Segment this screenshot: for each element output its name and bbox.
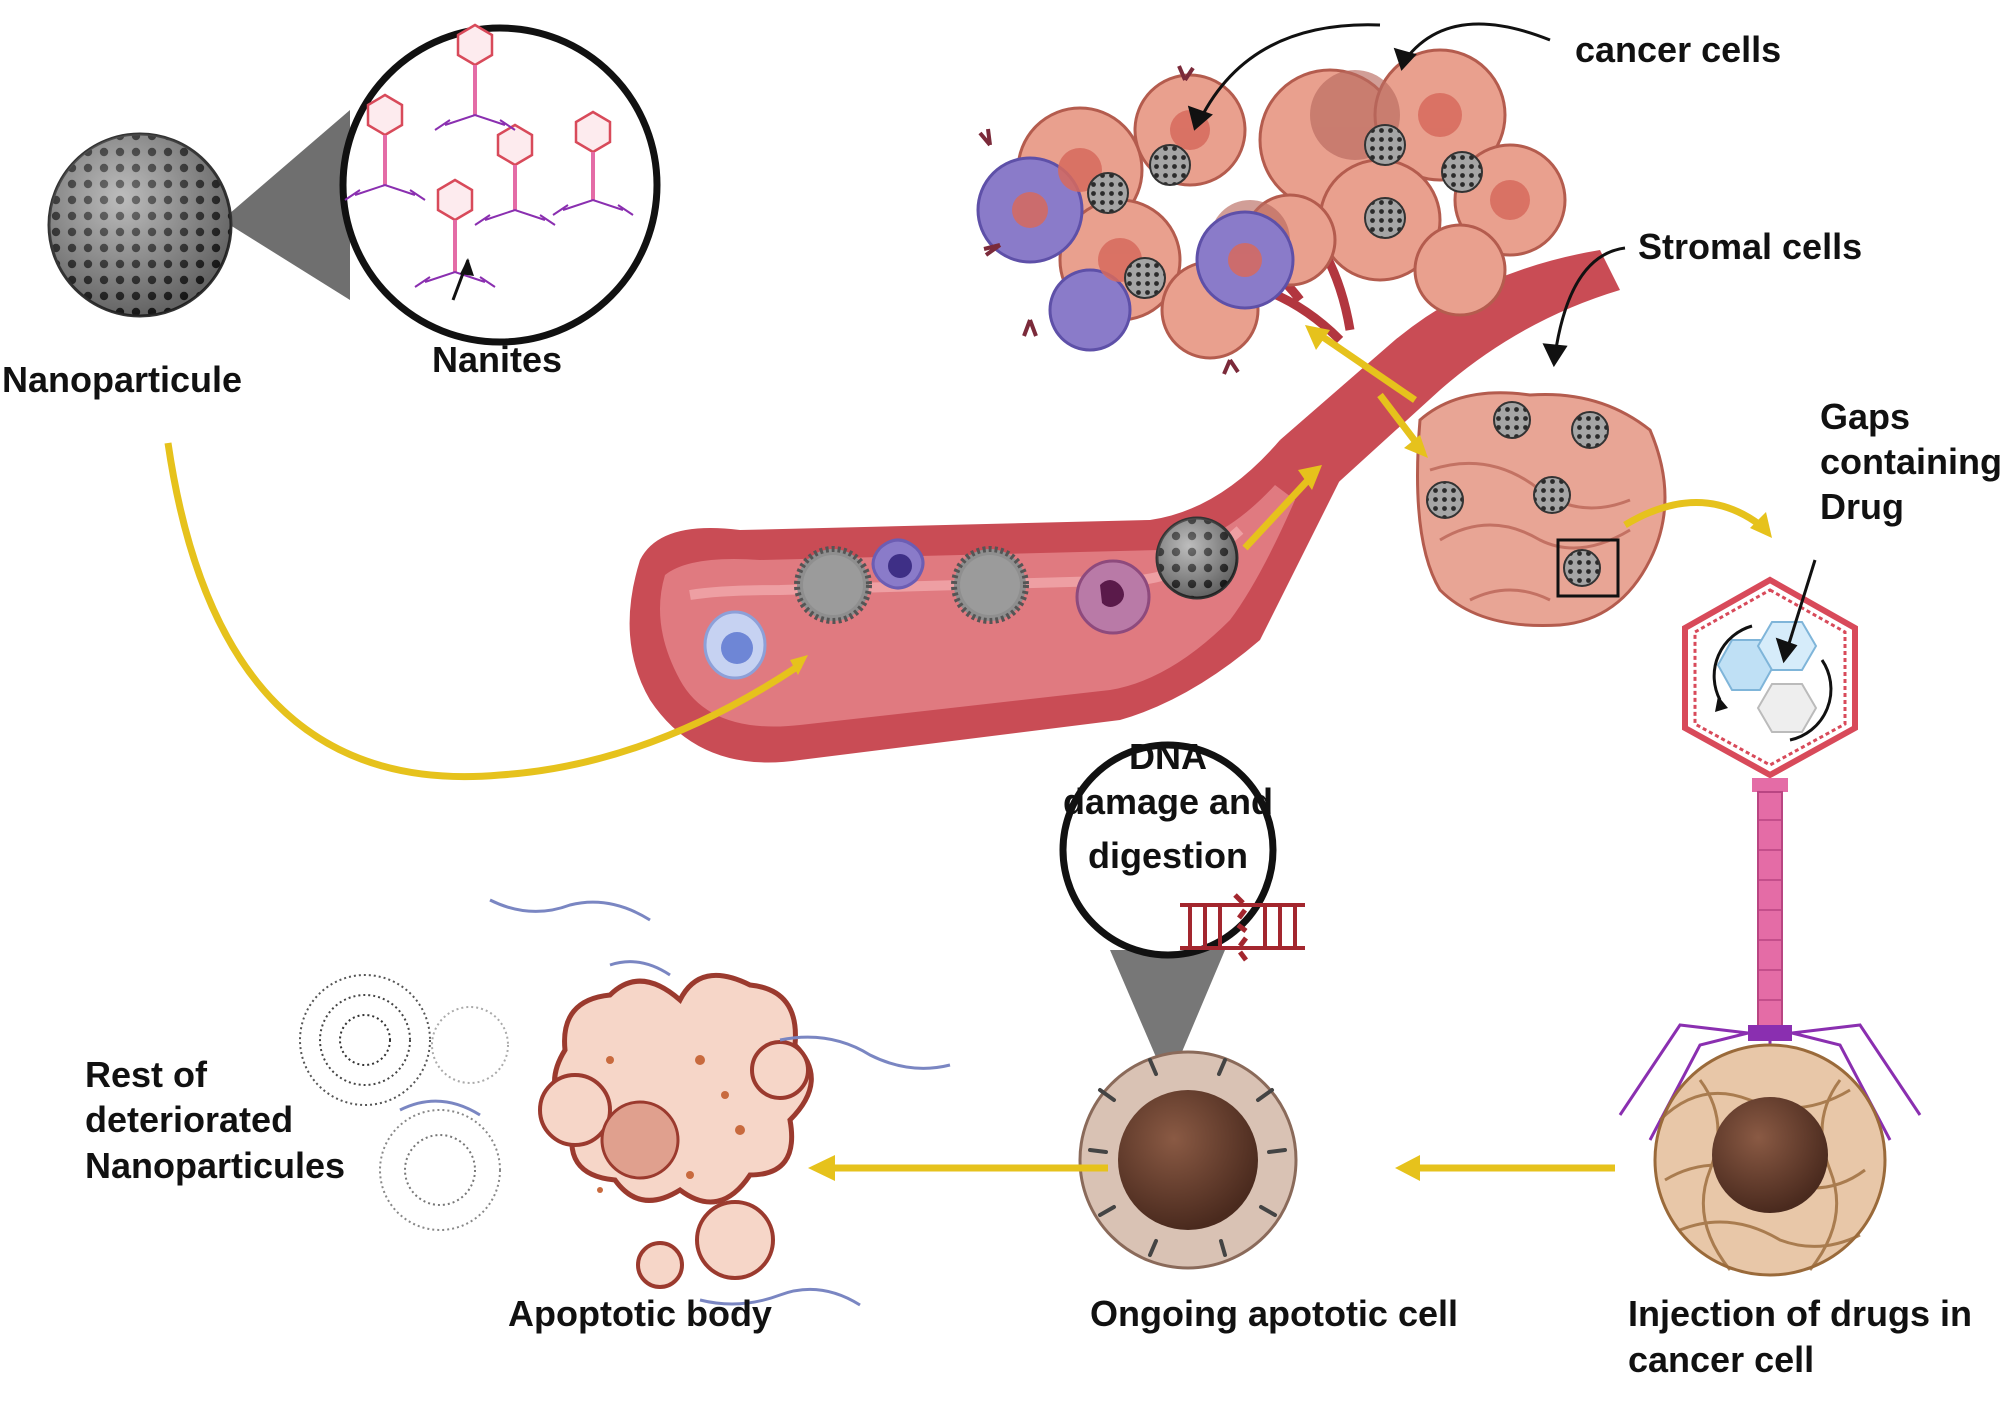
label-gaps-line2: containing	[1820, 441, 2002, 482]
label-gaps-line3: Drug	[1820, 486, 1904, 527]
zoom-box	[1556, 538, 1620, 598]
nanites-magnifier	[339, 24, 661, 346]
label-stromal-cells: Stromal cells	[1638, 226, 1863, 267]
nanoparticle-zoom	[47, 23, 661, 346]
label-cancer-cells: cancer cells	[1575, 29, 1782, 70]
label-apoptotic-body: Apoptotic body	[508, 1293, 772, 1334]
dna-magnifier	[1059, 741, 1277, 959]
label-injection-line1: Injection of drugs in	[1628, 1293, 1972, 1334]
label-dna-line3: digestion	[1088, 835, 1248, 876]
label-rest-line1: Rest of	[85, 1054, 208, 1095]
ongoing-apoptotic-cell	[1059, 741, 1305, 1270]
vessel-contents	[703, 516, 1239, 680]
flow-arrows	[164, 325, 1772, 1181]
deteriorated-nanoparticles	[299, 898, 951, 1307]
tumour-cluster	[976, 48, 1567, 375]
label-injection-line2: cancer cell	[1628, 1339, 1815, 1380]
label-nanites: Nanites	[432, 339, 563, 380]
apoptotic-body	[538, 972, 814, 1289]
label-nanoparticule: Nanoparticule	[2, 359, 243, 400]
label-rest-line3: Nanoparticules	[85, 1145, 346, 1186]
label-dna-line1: DNA	[1129, 736, 1207, 777]
stromal-cluster	[1416, 391, 1667, 628]
label-ongoing-apoptotic-cell: Ongoing apototic cell	[1090, 1293, 1458, 1334]
label-gaps-line1: Gaps	[1820, 396, 1911, 437]
pointer-arrows	[1187, 22, 1817, 664]
label-rest-line2: deteriorated	[85, 1099, 294, 1140]
phage-injector	[1618, 576, 1922, 1141]
label-dna-line2: damage and	[1062, 781, 1274, 822]
injected-cancer-cell	[1653, 1043, 1887, 1277]
dna-icon	[1180, 893, 1305, 962]
